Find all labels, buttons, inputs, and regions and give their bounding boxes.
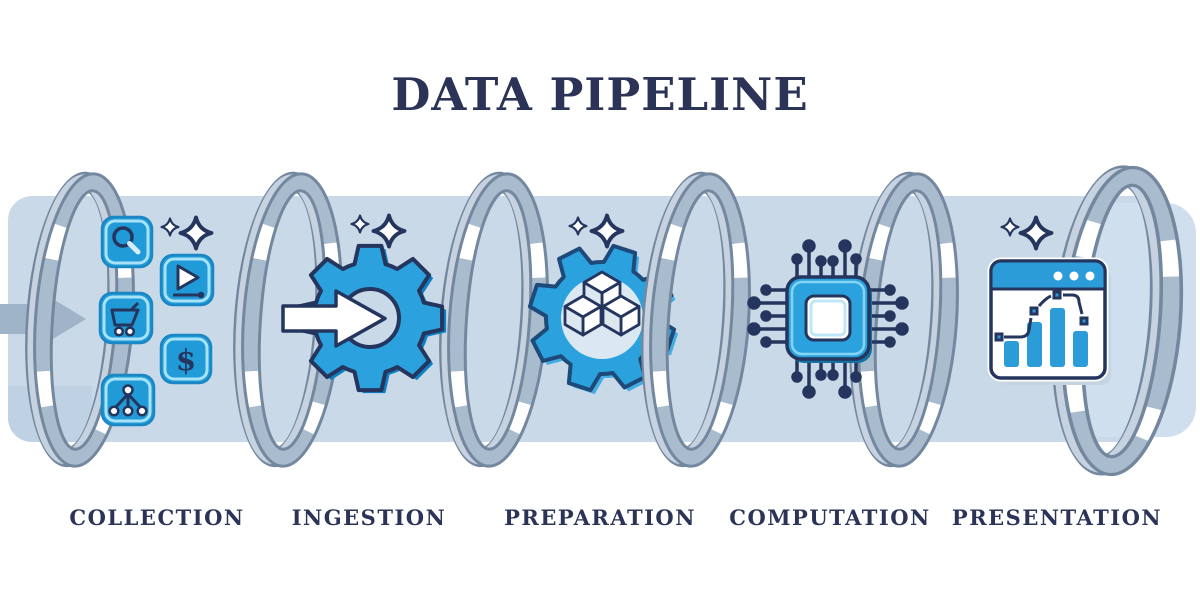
ingest-arrow-icon [281, 289, 387, 348]
dollar-symbol: $ [176, 343, 196, 377]
page-title: DATA PIPELINE [391, 68, 809, 121]
stage-label-presentation: PRESENTATION [951, 505, 1163, 530]
data-sources-icons: $ [98, 215, 215, 427]
cubes-icon [563, 270, 641, 337]
dashboard-window-icon [987, 215, 1111, 385]
gear-arrow-icon [281, 213, 447, 394]
stage-label-computation: COMPUTATION [729, 505, 931, 530]
shopping-cart-icon [98, 291, 154, 345]
hierarchy-icon [100, 373, 156, 427]
stage-label-collection: COLLECTION [69, 505, 245, 530]
node-path-icon [994, 290, 1089, 342]
window-titlebar [989, 259, 1107, 291]
search-icon [100, 215, 154, 269]
stage-label-ingestion: INGESTION [291, 505, 447, 530]
video-play-icon [159, 253, 215, 307]
bar-chart-icon [1004, 308, 1088, 367]
stage-label-preparation: PREPARATION [504, 505, 696, 530]
dollar-icon: $ [159, 333, 213, 385]
window-dots-icon [1053, 271, 1095, 281]
gear-cubes-icon [509, 213, 697, 413]
cpu-chip-icon [747, 239, 909, 399]
